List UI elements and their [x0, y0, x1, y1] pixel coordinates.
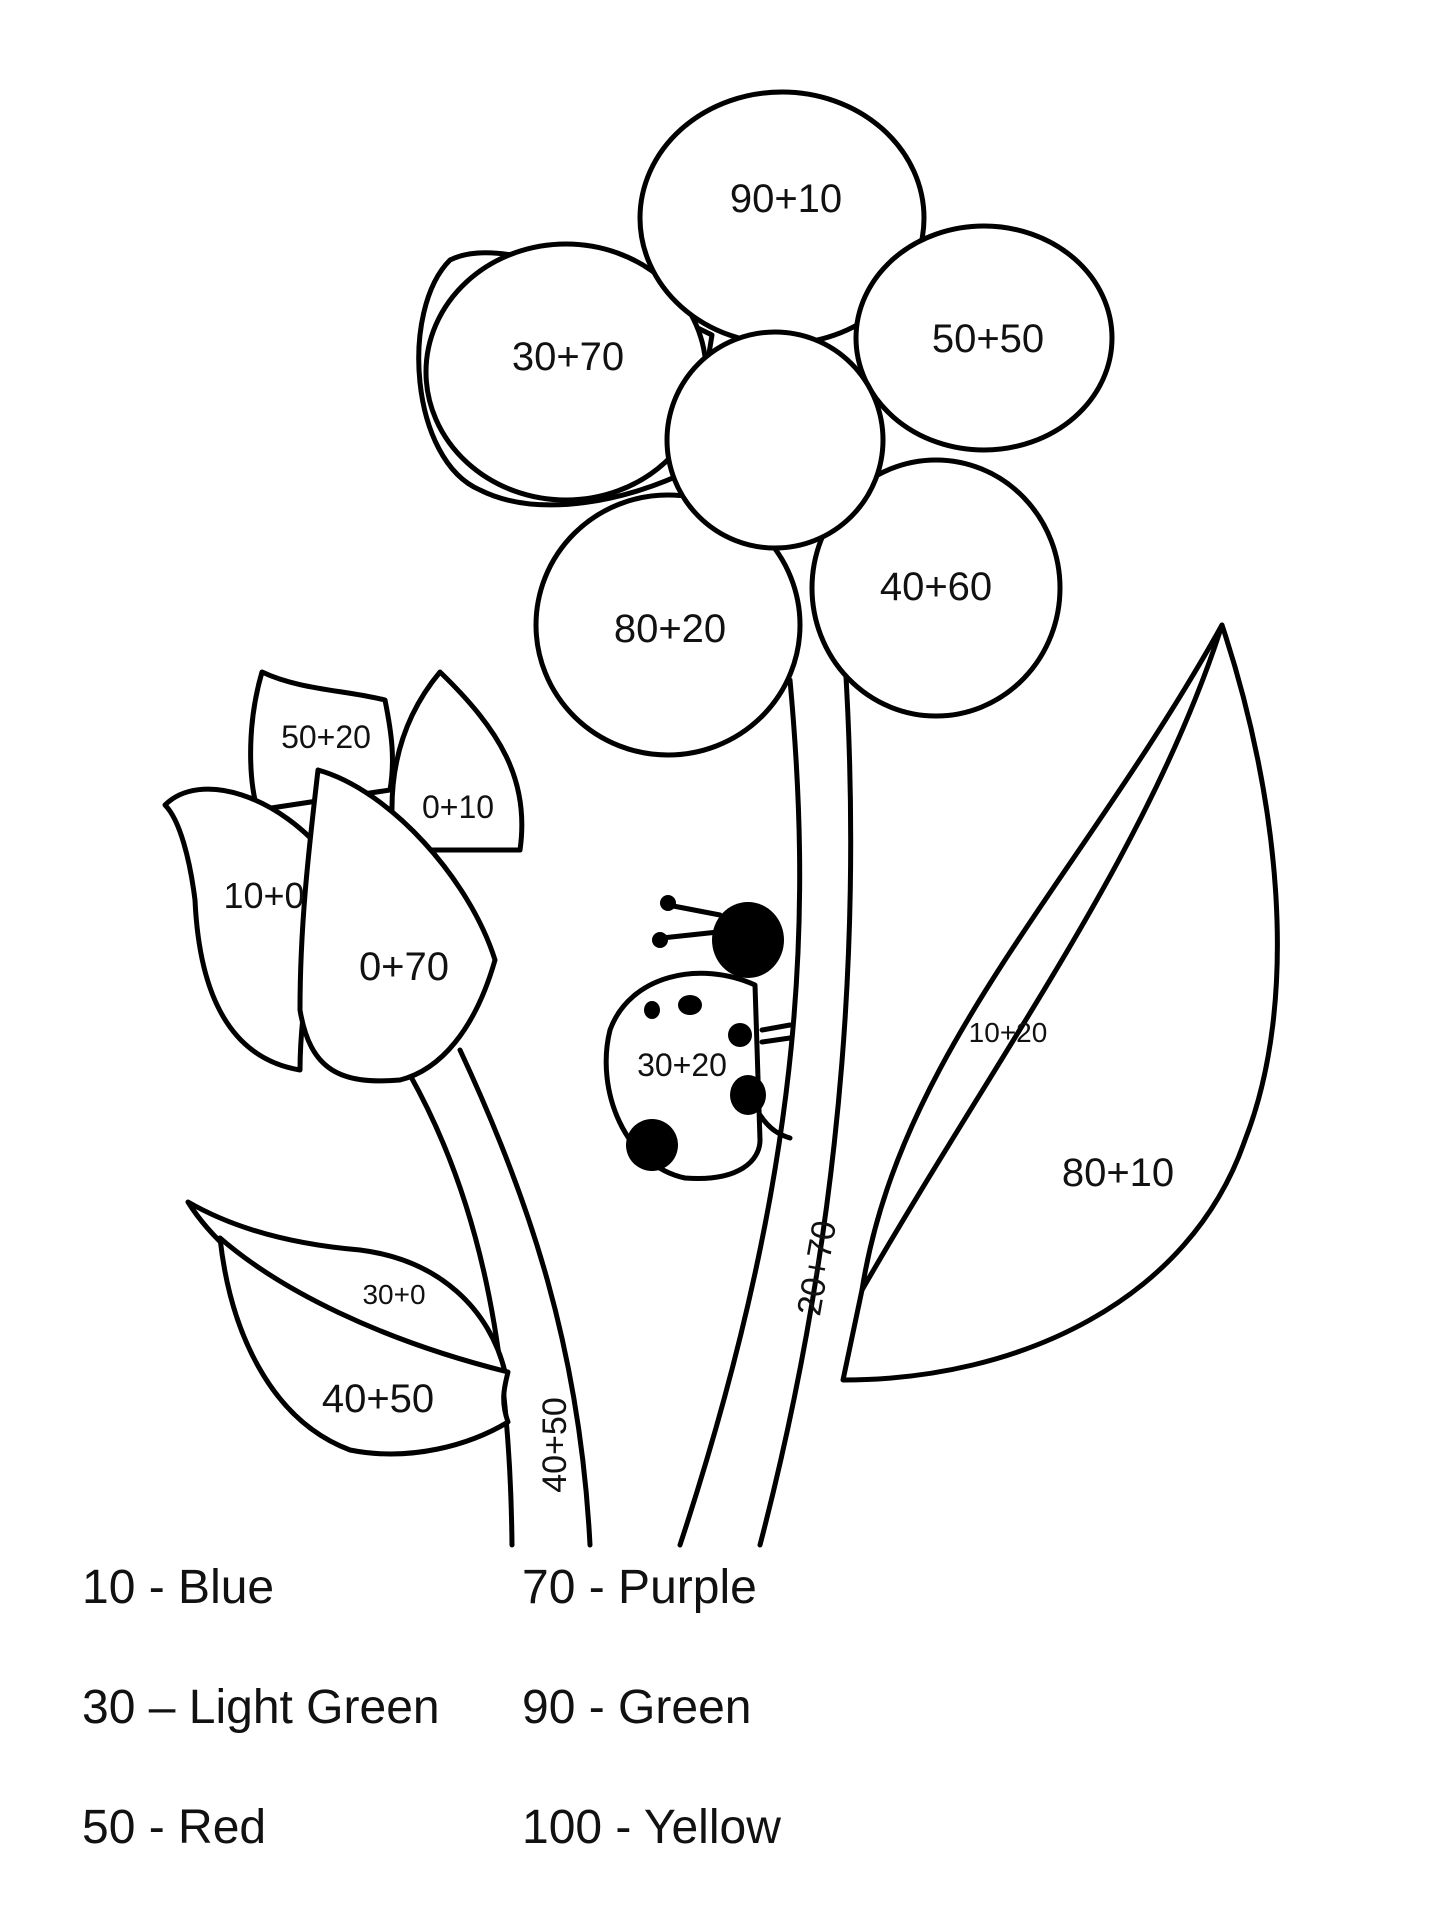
- tulip-stem: [407, 1047, 593, 1548]
- label-small-leaf-upper: 30+0: [362, 1279, 425, 1310]
- label-ladybug: 30+20: [637, 1047, 727, 1083]
- flower-stem: [677, 657, 854, 1548]
- petal-bottom-right: [809, 457, 1063, 719]
- big-leaf: [840, 622, 1280, 1383]
- tulip-left: [162, 786, 333, 1073]
- legend-item-90-green: 90 - Green: [522, 1681, 752, 1734]
- legend-item-50-red: 50 - Red: [82, 1801, 267, 1854]
- number-labels: 90+10 30+70 50+50 80+20 40+60 50+20 0+10…: [223, 177, 1174, 1493]
- label-petal-bottom-right: 40+60: [880, 565, 992, 609]
- label-small-leaf-lower: 40+50: [322, 1377, 434, 1421]
- label-tulip-stem: 40+50: [536, 1397, 574, 1493]
- legend-item-10-blue: 10 - Blue: [82, 1561, 275, 1614]
- tulip-back-right: [389, 669, 525, 853]
- legend-item-30-light-green: 30 – Light Green: [82, 1681, 440, 1734]
- label-big-leaf-lower: 80+10: [1062, 1151, 1174, 1195]
- petal-bottom-left: [533, 492, 803, 758]
- label-tulip-front: 0+70: [359, 945, 449, 989]
- flower: [416, 89, 1115, 758]
- petal-right: [853, 223, 1115, 453]
- label-big-leaf-upper: 10+20: [969, 1017, 1048, 1048]
- label-petal-bottom-left: 80+20: [614, 607, 726, 651]
- tulip-back-left: [248, 669, 395, 813]
- tulip: [162, 669, 525, 1084]
- label-petal-top: 90+10: [730, 177, 842, 221]
- label-petal-right: 50+50: [932, 317, 1044, 361]
- label-tulip-back-right: 0+10: [422, 789, 494, 825]
- flower-center: [664, 329, 886, 551]
- label-tulip-back-left: 50+20: [281, 719, 371, 755]
- legend-item-70-purple: 70 - Purple: [522, 1561, 757, 1614]
- tulip-front: [297, 767, 498, 1084]
- small-leaf: [185, 1199, 511, 1457]
- label-tulip-left: 10+0: [223, 875, 304, 916]
- ladybug: [603, 895, 793, 1181]
- legend-item-100-yellow: 100 - Yellow: [522, 1801, 781, 1854]
- label-petal-left: 30+70: [512, 335, 624, 379]
